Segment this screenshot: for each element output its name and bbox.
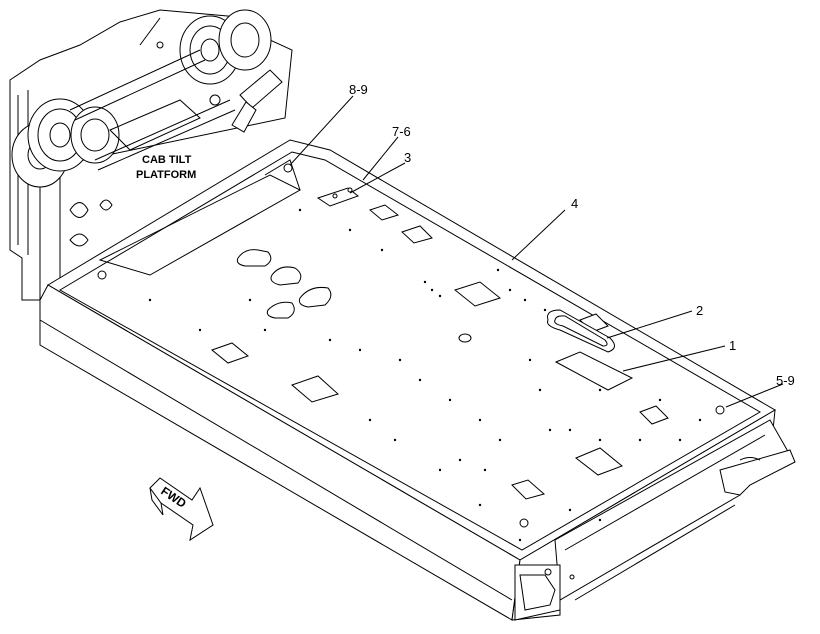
cab-tilt-label: CAB TILT PLATFORM xyxy=(136,154,196,181)
cab-label-line1: CAB TILT xyxy=(142,154,192,166)
cab-label-line2: PLATFORM xyxy=(136,169,196,181)
callout-1: 1 xyxy=(729,338,736,353)
platform-plate xyxy=(39,139,796,621)
callout-7-6: 7-6 xyxy=(392,124,411,139)
leader-lines xyxy=(289,95,784,408)
callout-2: 2 xyxy=(696,303,703,318)
fwd-arrow-icon: FWD xyxy=(149,477,214,542)
callouts: 8-9 7-6 3 4 2 1 5-9 xyxy=(349,82,795,388)
callout-8-9: 8-9 xyxy=(349,82,368,97)
small-holes xyxy=(148,208,702,542)
callout-5-9: 5-9 xyxy=(776,373,795,388)
callout-4: 4 xyxy=(571,196,578,211)
surface-features xyxy=(97,163,725,542)
callout-3: 3 xyxy=(404,150,411,165)
cab-tilt-mechanism xyxy=(9,9,293,301)
